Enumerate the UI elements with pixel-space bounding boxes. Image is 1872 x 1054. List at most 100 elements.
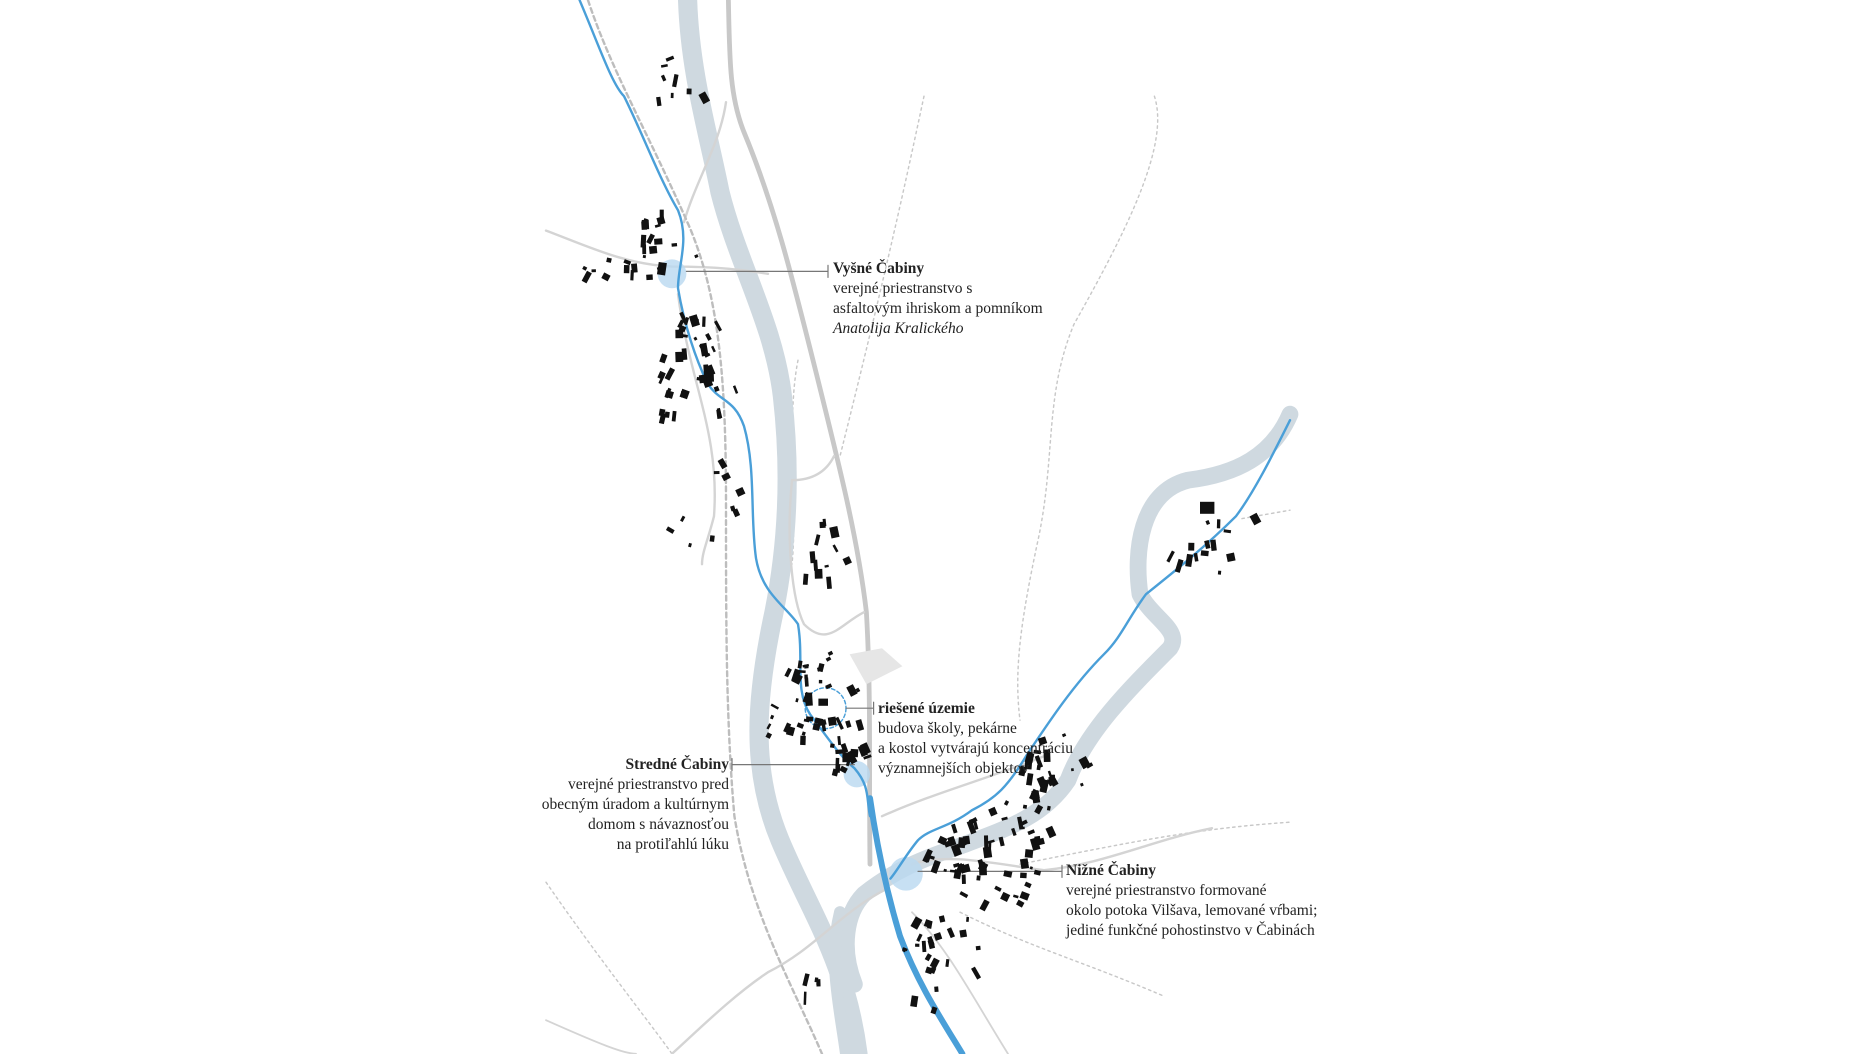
building: [1216, 519, 1221, 529]
building: [923, 919, 933, 929]
building: [933, 932, 943, 941]
building: [791, 668, 802, 683]
building: [1193, 552, 1199, 562]
building: [1011, 827, 1017, 837]
building: [699, 342, 709, 357]
building: [646, 274, 653, 281]
building: [672, 74, 679, 88]
building: [943, 839, 953, 848]
building: [1012, 894, 1019, 899]
building: [855, 719, 865, 732]
building: [693, 336, 698, 341]
building: [680, 515, 686, 523]
label-title: riešené územie: [878, 700, 975, 717]
building: [711, 345, 716, 353]
building: [961, 874, 966, 885]
building: [1034, 755, 1044, 769]
building: [829, 526, 840, 539]
label-line: budova školy, pekárne: [878, 720, 1017, 737]
building: [684, 317, 690, 326]
building: [1003, 800, 1010, 806]
building: [660, 74, 667, 82]
building: [829, 743, 835, 749]
river-band-east: [837, 405, 1299, 993]
leader-line-vysne: [685, 264, 829, 279]
building: [654, 238, 663, 245]
building: [953, 862, 960, 868]
building: [814, 568, 823, 579]
building: [827, 650, 834, 656]
building: [1210, 539, 1217, 552]
building: [994, 885, 1002, 892]
building: [698, 374, 707, 384]
building: [797, 660, 803, 669]
building: [953, 869, 962, 880]
building: [656, 96, 662, 107]
building: [721, 472, 731, 482]
building: [929, 957, 940, 969]
building: [1024, 760, 1033, 770]
building: [924, 953, 932, 962]
building: [979, 899, 990, 912]
building: [646, 233, 655, 245]
label-line: verejné priestranstvo pred: [568, 776, 729, 793]
building: [819, 521, 826, 529]
building: [1223, 529, 1232, 534]
label-line: verejné priestranstvo formované: [1066, 882, 1267, 899]
building: [921, 940, 927, 953]
building: [681, 348, 688, 360]
building: [845, 720, 852, 728]
leader-line-stredne: [731, 758, 855, 772]
building: [809, 551, 816, 564]
building: [656, 261, 667, 276]
building: [623, 264, 630, 274]
building: [671, 242, 678, 247]
building: [698, 91, 711, 105]
building-large: [818, 698, 828, 706]
building: [934, 986, 939, 993]
building: [839, 765, 848, 774]
building: [601, 272, 611, 282]
building: [976, 875, 981, 881]
building: [1204, 540, 1211, 550]
building: [581, 270, 592, 284]
building: [716, 407, 723, 419]
label-nizne-cabiny: Nižné Čabiny verejné priestranstvo formo…: [1066, 861, 1317, 941]
building: [1079, 782, 1084, 787]
building: [1174, 558, 1184, 573]
building: [1024, 751, 1033, 764]
building: [968, 819, 974, 825]
building: [675, 329, 684, 339]
building: [1085, 762, 1094, 769]
building: [677, 319, 685, 329]
road: [788, 455, 866, 636]
building: [977, 861, 989, 873]
building: [842, 556, 852, 566]
building: [983, 835, 989, 849]
building: [863, 754, 872, 760]
building: [665, 526, 675, 534]
building: [800, 735, 806, 746]
building: [910, 995, 919, 1008]
building: [930, 859, 941, 874]
label-riesene-uzemie: riešené územie budova školy, pekárne a k…: [878, 699, 1073, 779]
building: [732, 508, 741, 518]
building: [802, 573, 809, 585]
building: [902, 947, 907, 953]
building: [704, 364, 716, 377]
building: [658, 408, 666, 417]
building: [1036, 764, 1041, 771]
building: [783, 722, 792, 734]
building: [1226, 552, 1236, 562]
building: [1033, 869, 1042, 876]
building: [766, 723, 772, 730]
building: [717, 458, 728, 470]
building: [713, 320, 722, 332]
stream: [578, 0, 872, 818]
terrain-path: [1019, 821, 1291, 865]
stream-east: [889, 419, 1292, 880]
building: [1024, 881, 1032, 889]
building: [1034, 835, 1042, 845]
label-title: Nižné Čabiny: [1066, 862, 1156, 879]
building: [925, 855, 931, 863]
